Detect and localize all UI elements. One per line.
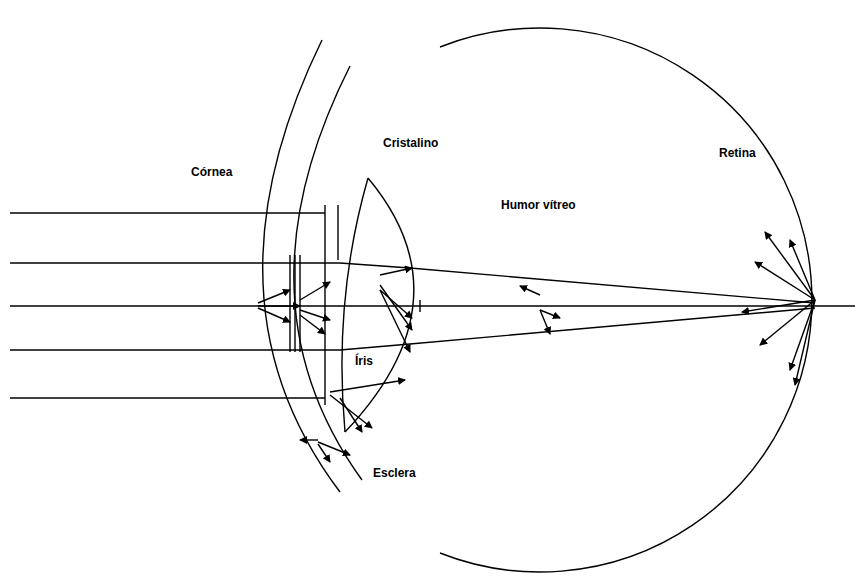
scatter-arrows [258,232,815,462]
cornea-inner [294,66,362,480]
iris-bar [324,205,325,405]
pupil-bar [289,255,290,352]
light-ray [10,305,855,306]
light-ray [340,263,815,303]
retina-label: Retina [718,146,757,160]
lens-back [345,178,414,432]
sclera-label: Esclera [372,466,417,480]
light-ray [10,212,325,213]
pupil-bar [299,255,300,352]
iris-bar [337,205,338,260]
pupil-bar [294,255,295,352]
light-ray [10,262,340,263]
iris-label: Íris [354,354,374,368]
light-ray [10,349,340,350]
lens-label: Cristalino [382,136,439,150]
lens-front [342,178,368,432]
eyeball-outline [440,28,812,572]
tick [419,300,420,312]
light-ray [10,397,325,398]
vitreous-label: Humor vítreo [500,198,577,212]
cornea-label: Córnea [190,165,233,179]
